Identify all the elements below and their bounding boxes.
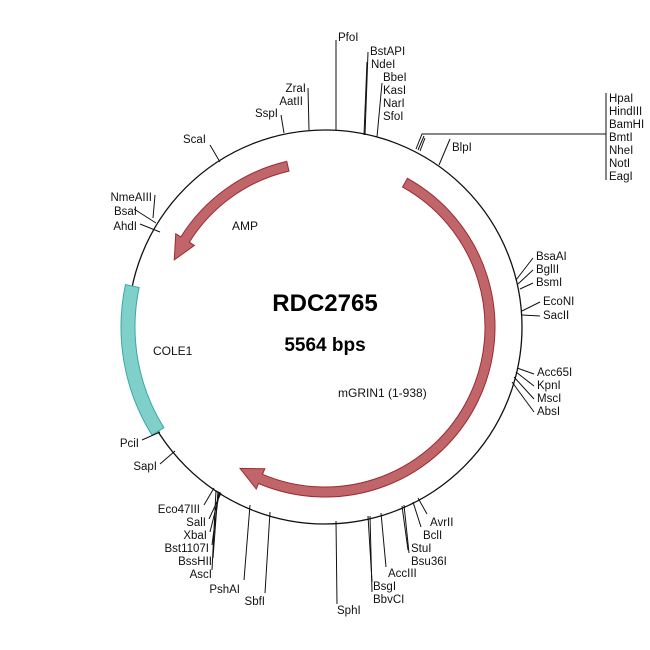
site-label-ndei[interactable]: NdeI	[371, 59, 395, 71]
site-label-bglii[interactable]: BglII	[536, 264, 559, 276]
site-label-absi[interactable]: AbsI	[537, 406, 560, 418]
site-label-hpai[interactable]: HpaI	[609, 93, 633, 105]
site-label-kpni[interactable]: KpnI	[537, 380, 561, 392]
site-label-bbei[interactable]: BbeI	[383, 72, 407, 84]
site-label-bsu36i[interactable]: Bsu36I	[411, 556, 447, 568]
site-label-sali[interactable]: SalI	[186, 517, 206, 529]
site-ticks	[133, 40, 607, 605]
feature-label-amp: AMP	[232, 219, 258, 233]
site-label-sphi[interactable]: SphI	[337, 605, 361, 617]
site-label-aatii[interactable]: AatII	[279, 96, 303, 108]
backbone-circle	[127, 129, 523, 525]
site-label-bst1107i[interactable]: Bst1107I	[164, 543, 209, 555]
site-label-acciii[interactable]: AccIII	[388, 568, 417, 580]
site-label-bsgi[interactable]: BsgI	[373, 581, 396, 593]
site-label-ahdi[interactable]: AhdI	[113, 221, 137, 233]
site-label-eco47iii[interactable]: Eco47III	[158, 504, 200, 516]
site-label-bsmi[interactable]: BsmI	[536, 277, 562, 289]
feature-amp-arrow[interactable]	[173, 160, 290, 261]
feature-cole1-band[interactable]	[120, 283, 165, 436]
site-label-acc65i[interactable]: Acc65I	[537, 367, 572, 379]
site-label-blpi[interactable]: BlpI	[452, 142, 472, 154]
site-label-nmeaiii[interactable]: NmeAIII	[110, 192, 152, 204]
site-label-xbai[interactable]: XbaI	[183, 530, 207, 542]
site-label-avrii[interactable]: AvrII	[430, 517, 453, 529]
site-label-bstapi[interactable]: BstAPI	[370, 46, 405, 58]
site-label-asci[interactable]: AscI	[190, 569, 212, 581]
site-label-bmti[interactable]: BmtI	[609, 132, 633, 144]
feature-label-mgrin1: mGRIN1 (1-938)	[338, 386, 427, 400]
site-label-sspi[interactable]: SspI	[255, 108, 278, 120]
site-label-bbvci[interactable]: BbvCI	[373, 594, 404, 606]
site-label-nhei[interactable]: NheI	[609, 145, 633, 157]
site-label-econi[interactable]: EcoNI	[543, 296, 574, 308]
site-label-pfoi[interactable]: PfoI	[338, 32, 358, 44]
site-label-nari[interactable]: NarI	[383, 98, 405, 110]
site-label-sfoi[interactable]: SfoI	[383, 111, 403, 123]
plasmid-name: RDC2765	[272, 290, 377, 317]
site-label-sacii[interactable]: SacII	[543, 310, 569, 322]
site-label-bsshii[interactable]: BssHII	[178, 556, 212, 568]
site-label-scai[interactable]: ScaI	[183, 134, 206, 146]
site-label-sapi[interactable]: SapI	[133, 461, 157, 473]
feature-label-cole1: COLE1	[153, 344, 193, 358]
site-label-eagi[interactable]: EagI	[609, 171, 633, 183]
site-label-bsai[interactable]: BsaI	[114, 206, 137, 218]
feature-mgrin1-arrow[interactable]	[238, 177, 496, 498]
site-label-pcii[interactable]: PciI	[120, 438, 139, 450]
site-label-stui[interactable]: StuI	[411, 543, 431, 555]
site-label-bsaai[interactable]: BsaAI	[536, 251, 567, 263]
site-label-bamhi[interactable]: BamHI	[609, 119, 644, 131]
site-label-msci[interactable]: MscI	[537, 393, 561, 405]
plasmid-size: 5564 bps	[284, 335, 365, 356]
site-label-sbfi[interactable]: SbfI	[245, 596, 265, 608]
site-label-zrai[interactable]: ZraI	[286, 83, 306, 95]
site-label-noti[interactable]: NotI	[609, 158, 630, 170]
site-label-hindiii[interactable]: HindIII	[609, 106, 642, 118]
site-label-bcli[interactable]: BclI	[423, 530, 442, 542]
site-label-kasi[interactable]: KasI	[383, 85, 406, 97]
site-label-pshai[interactable]: PshAI	[209, 584, 240, 596]
